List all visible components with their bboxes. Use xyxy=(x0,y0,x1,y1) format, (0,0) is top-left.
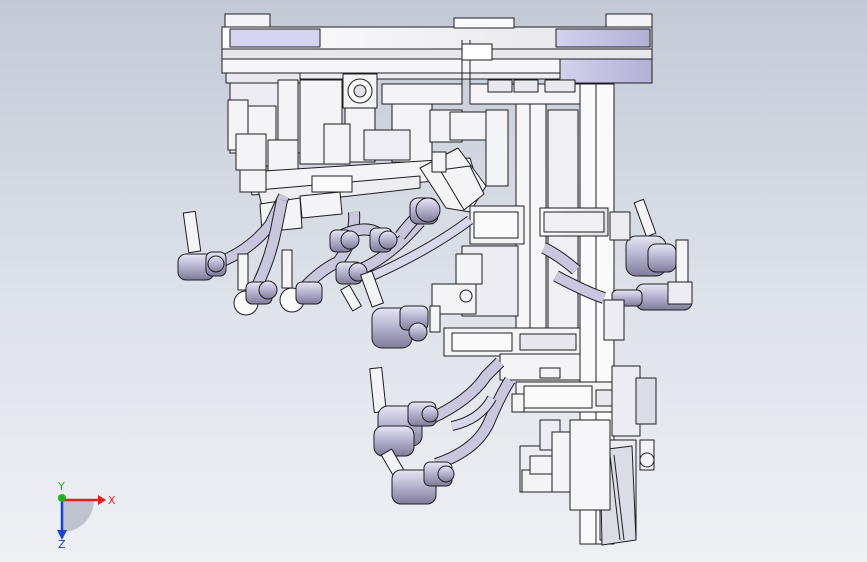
x-axis-label: X xyxy=(108,494,116,507)
cylinder-cluster-right xyxy=(603,198,693,341)
axis-triad: X Y Z xyxy=(57,480,116,548)
y-axis-marker xyxy=(58,494,66,502)
bottom-clamp xyxy=(511,367,571,493)
upper-mechanism xyxy=(227,73,581,187)
vertical-column xyxy=(431,83,657,546)
cylinder-cluster-left xyxy=(177,193,606,349)
z-axis-label: Z xyxy=(58,538,66,548)
top-plate-group xyxy=(221,13,653,92)
y-axis-label: Y xyxy=(57,480,65,493)
cylinder-cluster-lower xyxy=(369,357,516,505)
gripper-plate xyxy=(239,147,487,233)
